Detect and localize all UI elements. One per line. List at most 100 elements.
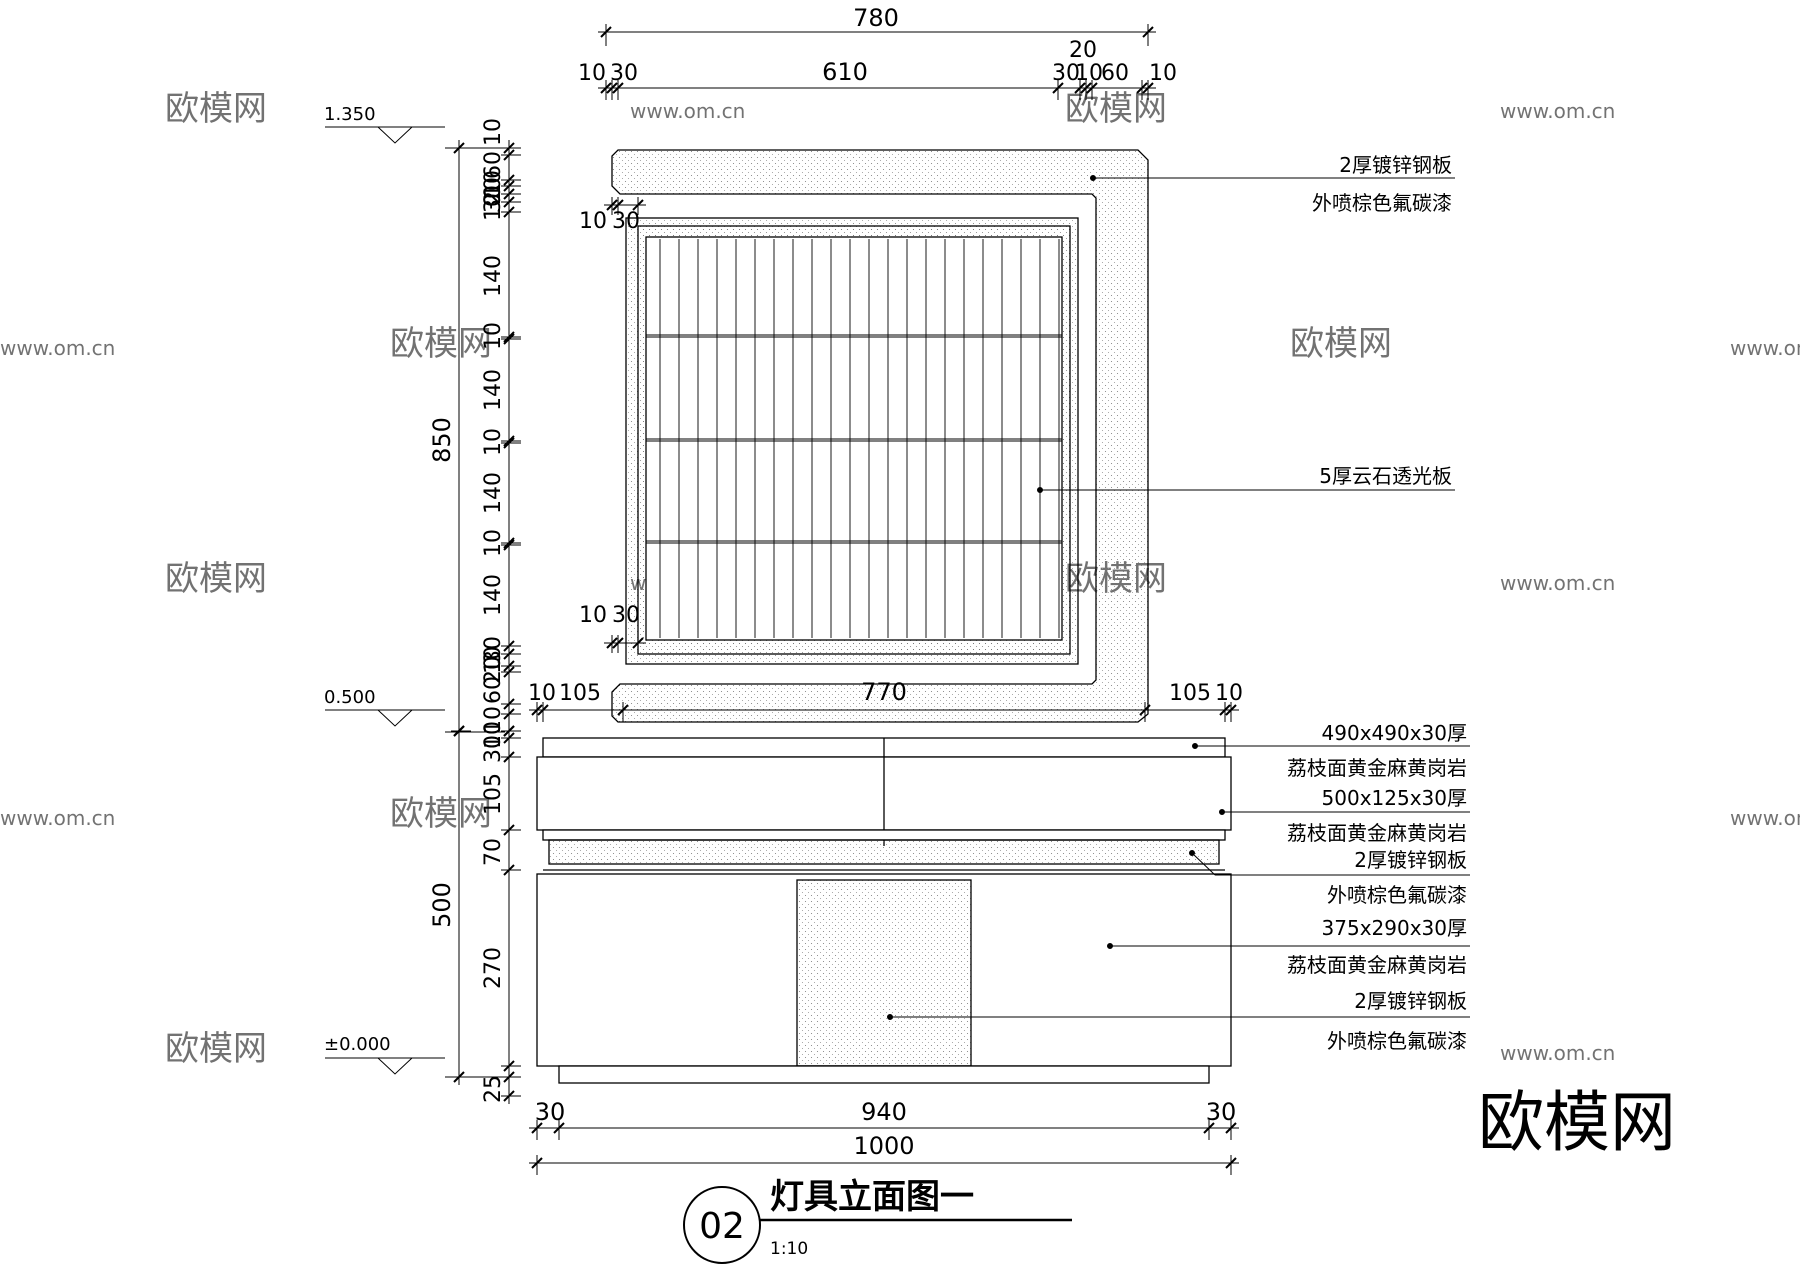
annotation-label: 荔枝面黄金麻黄岗岩: [1287, 821, 1467, 845]
watermark-url-text: www.om.cn: [1730, 336, 1800, 360]
annotation-label: 500x125x30厚: [1322, 786, 1467, 810]
drawing-number: 02: [699, 1206, 745, 1247]
dim-left-upper-label: 10: [481, 193, 506, 221]
level-labels: 1.350 0.500 ±0.000: [324, 104, 391, 1055]
annotation-label: 外喷棕色氟碳漆: [1327, 883, 1467, 907]
dim-left-upper-label: 10: [481, 118, 506, 146]
dim-left-upper-label: 60: [481, 151, 506, 179]
base-steel-band-outer: [542, 829, 1226, 841]
watermark-logo-text: 欧模网: [1065, 89, 1167, 129]
dim-left-lower-label: 70: [481, 838, 506, 866]
dim-left-upper-label: 60: [481, 676, 506, 704]
dim-left-lower-label: 270: [481, 947, 506, 989]
level-label: ±0.000: [324, 1034, 391, 1055]
dim-left-lower-label: 25: [481, 1075, 506, 1103]
dim-left-upper-label: 10: [481, 529, 506, 557]
drawing-scale: 1:10: [770, 1239, 808, 1259]
dim-left-upper-label: 30: [481, 636, 506, 664]
dim-top-gap: 20: [1069, 38, 1097, 63]
watermark-logo-text: 欧模网: [165, 89, 267, 129]
base-center-steel-panel: [796, 879, 972, 1067]
dim-mid-seg: 105: [1169, 681, 1211, 706]
dim-left-lower-label: 30: [481, 735, 506, 763]
watermark-url-text: www.om.cn: [1730, 806, 1800, 830]
dim-top-seg: 10: [1149, 61, 1177, 86]
left-dimension-labels: 1060102030101401014010140101403010206010…: [428, 118, 506, 1103]
watermark-url-text: www.om.cn: [0, 806, 115, 830]
watermark-url-text: www.om.cn: [1500, 99, 1615, 123]
watermark-logo-text: 欧模网: [1290, 324, 1392, 364]
dim-left-upper-label: 10: [481, 646, 506, 674]
dim-left-upper-label: 10: [481, 706, 506, 734]
dim-top-overall: 780: [853, 4, 899, 32]
annotation-label: 5厚云石透光板: [1319, 464, 1452, 488]
dim-left-upper-label: 20: [481, 177, 506, 205]
dim-top-seg: 10: [1075, 61, 1103, 86]
middle-dimension-labels: 10 105 770 105 10: [528, 678, 1243, 706]
dim-left-lower-label: 105: [481, 773, 506, 815]
dim-mid-seg: 10: [1215, 681, 1243, 706]
dim-bottom-overall: 1000: [853, 1132, 914, 1160]
watermark-logo-text: 欧模网: [390, 324, 492, 364]
dim-bottom-seg: 940: [861, 1098, 907, 1126]
dim-left-upper-label: 140: [481, 574, 506, 616]
dim-top-seg: 60: [1101, 61, 1129, 86]
dim-mid-seg: 770: [861, 678, 907, 706]
dim-top-seg: 10: [578, 61, 606, 86]
watermark-url-text: www.om.cn: [1500, 571, 1615, 595]
dim-inner-small: 30: [612, 209, 640, 234]
annotation-label: 2厚镀锌钢板: [1354, 989, 1467, 1013]
leader-lines: [887, 175, 1470, 1020]
dim-inner-small: 10: [579, 603, 607, 628]
level-label: 1.350: [324, 104, 376, 125]
level-label: 0.500: [324, 687, 376, 708]
dim-bottom-seg: 30: [535, 1098, 566, 1126]
dim-left-upper-label: 10: [481, 322, 506, 350]
dim-left-lower-label: 10: [481, 721, 506, 749]
base-plinth: [558, 1065, 1210, 1084]
drawing-number-circle: [683, 1186, 761, 1264]
annotation-label: 375x290x30厚: [1322, 916, 1467, 940]
dim-left-upper-label: 10: [481, 170, 506, 198]
panel-slats: [646, 239, 1062, 638]
dim-inner-small: 10: [579, 209, 607, 234]
dim-left-upper-label: 140: [481, 472, 506, 514]
dim-left-upper-label: 30: [481, 185, 506, 213]
dim-mid-seg: 10: [528, 681, 556, 706]
dim-left-upper-label: 20: [481, 656, 506, 684]
dimension-lines: [451, 24, 1239, 1175]
annotation-label: 2厚镀锌钢板: [1354, 848, 1467, 872]
drawing-title: 灯具立面图一: [770, 1177, 974, 1217]
annotation-label: 490x490x30厚: [1322, 721, 1467, 745]
annotation-label: 外喷棕色氟碳漆: [1312, 191, 1452, 215]
dim-left-upper-label: 140: [481, 369, 506, 411]
annotation-label: 荔枝面黄金麻黄岗岩: [1287, 953, 1467, 977]
dim-left-upper-label: 140: [481, 255, 506, 297]
lamp-base: [536, 737, 1232, 1084]
dim-left-lower-total: 500: [428, 882, 456, 928]
annotation-label: 外喷棕色氟碳漆: [1327, 1029, 1467, 1053]
dim-left-upper-total: 850: [428, 417, 456, 463]
lamp-upper-body: [611, 149, 1149, 723]
dim-top-seg: 610: [822, 58, 868, 86]
annotation-labels: 2厚镀锌钢板 外喷棕色氟碳漆 5厚云石透光板 490x490x30厚 荔枝面黄金…: [1287, 153, 1467, 1053]
watermark-url-text: www.om.cn: [630, 99, 745, 123]
watermark-url-text: www.om.cn: [0, 336, 115, 360]
dim-top-seg: 30: [1052, 61, 1080, 86]
base-steel-band: [548, 839, 1220, 865]
dim-top-seg: 30: [610, 61, 638, 86]
watermark-url-text: www.om.cn: [1500, 1041, 1615, 1065]
bottom-dimension-labels: 30 940 30 1000: [535, 1098, 1237, 1160]
dim-bottom-seg: 30: [1206, 1098, 1237, 1126]
dim-inner-small: 30: [612, 603, 640, 628]
title-block: 02 灯具立面图一 1:10: [683, 1177, 1072, 1264]
watermark-brand: 欧模网: [1478, 1084, 1676, 1161]
dim-left-upper-label: 10: [481, 428, 506, 456]
annotation-label: 2厚镀锌钢板: [1339, 153, 1452, 177]
level-markers: [325, 126, 505, 1078]
watermark-logo-text: 欧模网: [165, 559, 267, 599]
top-dimension-labels: 780 20 10 30 610 30 10 60 10: [578, 4, 1177, 86]
watermark-logo-text: 欧模网: [390, 794, 492, 834]
annotation-label: 荔枝面黄金麻黄岗岩: [1287, 756, 1467, 780]
